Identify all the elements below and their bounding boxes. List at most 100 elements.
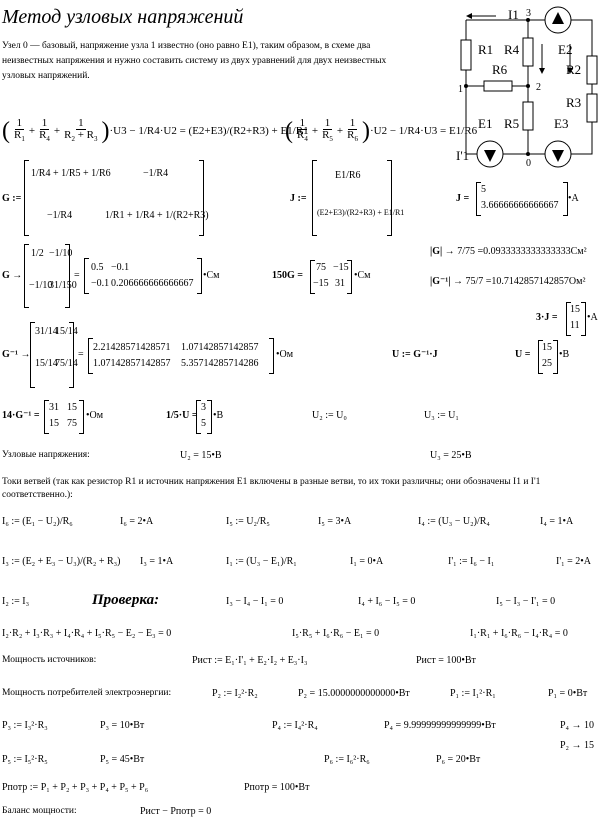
p1-def: P₁ := I₁²·R₁ (450, 688, 496, 699)
p4-sym: P₄ → 10 (560, 720, 595, 731)
ginv-v22: 5.35714285714286 (181, 358, 259, 369)
j3-label: 3·J = (536, 312, 558, 323)
ginv-v11: 2.21428571428571 (93, 342, 171, 353)
ginv14-v21: 15 (49, 418, 59, 429)
ginv14-v12: 15 (67, 402, 77, 413)
label-node3: 3 (526, 8, 531, 19)
g-sym-matrix: 1/2 −1/10 −1/10 31/150 (24, 244, 77, 308)
page-title: Метод узловых напряжений (2, 6, 244, 28)
ginv-m21: 15/14 (35, 358, 58, 369)
u-val-label: U = (515, 349, 531, 360)
p3-def: P₃ := I₃²·R₃ (2, 720, 48, 731)
g150-v12: −15 (333, 262, 349, 273)
u-val-r1: 15 (542, 342, 552, 353)
u-val-matrix: 15 25 (538, 340, 558, 374)
ginv-label: G⁻¹ → (2, 349, 31, 360)
nodal-u3: U₃ = 25•B (430, 450, 472, 461)
i1p-def: I'₁ := I₆ − I₁ (448, 556, 495, 567)
check-k6: I₁·R₁ + I₆·R₆ − I₄·R₄ = 0 (470, 628, 568, 639)
i3-def: I₃ := (E₂ + E₃ − U₃)/(R₂ + R₃) (2, 556, 121, 567)
j-def-r1: E1/R6 (335, 170, 361, 181)
g150-v11: 75 (316, 262, 326, 273)
u5-label: 1/5·U = (166, 410, 198, 421)
nodal-u2: U₂ = 15•B (180, 450, 222, 461)
resistor-r5 (522, 101, 534, 131)
g-def-c12: −1/R4 (143, 168, 169, 179)
j-def-r2: (E2+E3)/(R2+R3) + E1/R1 (317, 208, 405, 217)
j-def-label: J := (290, 193, 307, 204)
g-sym-m11: 1/2 (31, 248, 44, 259)
u-val-unit: •B (559, 349, 570, 360)
det-ginv-unit: Ом² (568, 276, 586, 287)
balance-label: Баланс мощности: (2, 806, 77, 816)
check-k3: I₅ − I₃ − I'₁ = 0 (496, 596, 556, 607)
resistor-r1 (460, 39, 472, 71)
i6-def: I₆ := (E₁ − U₂)/R₆ (2, 516, 73, 527)
nodal-label: Узловые напряжения: (2, 450, 90, 460)
g-sym-label: G → (2, 270, 23, 281)
g-def-c22: 1/R1 + 1/R4 + 1/(R2+R3) (105, 210, 209, 221)
label-r2: R2 (566, 62, 581, 77)
p3-val: P₃ = 10•Вт (100, 720, 145, 731)
label-i1: I1 (508, 7, 519, 22)
i1-val: I₁ = 0•A (350, 556, 384, 567)
u5-r2: 5 (201, 418, 206, 429)
ginv14-label: 14·G⁻¹ = (2, 410, 40, 421)
potr-def: Pпотр := P₁ + P₂ + P₃ + P₄ + P₅ + P₆ (2, 782, 149, 793)
j3-matrix: 15 11 (566, 302, 586, 336)
p6-def: P₆ := I₆²·R₆ (324, 754, 370, 765)
g-def-label: G := (2, 193, 22, 204)
g-sym-m12: −1/10 (49, 248, 73, 259)
p1-val: P₁ = 0•Вт (548, 688, 588, 699)
i1p-val: I'₁ = 2•A (556, 556, 591, 567)
p5-val: P₅ = 45•Вт (100, 754, 145, 765)
det-g-unit: См² (570, 246, 587, 257)
i4-def: I₄ := (U₃ − U₂)/R₄ (418, 516, 490, 527)
g-val-matrix: 0.5 −0.1 −0.1 0.206666666666667 (84, 258, 202, 294)
e3-arrow (552, 150, 564, 162)
label-r6: R6 (492, 62, 508, 77)
label-node0: 0 (526, 158, 531, 169)
g150-v22: 31 (335, 278, 345, 289)
i3-val: I₃ = 1•A (140, 556, 174, 567)
g150-unit: •См (354, 270, 371, 281)
det-g-frac: 7/75 (457, 246, 475, 257)
g-val-unit: •См (203, 270, 220, 281)
label-i1-prime: I'1 (456, 148, 469, 163)
u5-matrix: 3 5 (196, 400, 212, 434)
eq1-tail: ·U3 − 1/R4·U2 = (E2+E3)/(R2+R3) + E1/R1 (109, 125, 309, 138)
g-sym-m21: −1/10 (29, 280, 53, 291)
ginv14-unit: •Ом (86, 410, 104, 421)
mid-arrowhead (539, 68, 545, 74)
ginv-v21: 1.07142857142857 (93, 358, 171, 369)
ginv-v12: 1.07142857142857 (181, 342, 259, 353)
ginv14-v22: 75 (67, 418, 77, 429)
power-src-label: Мощность источников: (2, 655, 97, 665)
i6-val: I₆ = 2•A (120, 516, 154, 527)
det-ginv-frac: 75/7 (465, 276, 484, 287)
balance-eq: Pист − Pпотр = 0 (140, 806, 212, 817)
label-e1: E1 (478, 116, 492, 131)
resistor-r4 (522, 37, 534, 67)
check-k5: I₅·R₅ + I₆·R₆ − E₁ = 0 (292, 628, 380, 639)
resistor-r3 (586, 93, 598, 123)
g-val-v22: 0.206666666666667 (111, 278, 194, 289)
resistor-r6 (483, 80, 513, 92)
label-node2: 2 (536, 82, 541, 93)
ginv14-matrix: 31 15 15 75 (44, 400, 84, 434)
det-g: |G| → 7/75 =0.0933333333333333См² (430, 246, 587, 257)
label-r1: R1 (478, 42, 493, 57)
p2-val: P₂ = 15.0000000000000•Вт (298, 688, 410, 699)
label-e3: E3 (554, 116, 568, 131)
g-sym-m22: 31/150 (49, 280, 77, 291)
det-ginv-label: |G⁻¹| → (430, 276, 463, 287)
u3-def: U₃ := U₁ (424, 410, 459, 421)
i4-val: I₄ = 1•A (540, 516, 574, 527)
node-0 (526, 152, 530, 156)
ginv-m12: 15/14 (55, 326, 78, 337)
p2-sym: P₂ → 15 (560, 740, 595, 751)
det-ginv: |G⁻¹| → 75/7 =10.7142857142857Ом² (430, 276, 585, 287)
check-k2: I₄ + I₆ − I₅ = 0 (358, 596, 416, 607)
